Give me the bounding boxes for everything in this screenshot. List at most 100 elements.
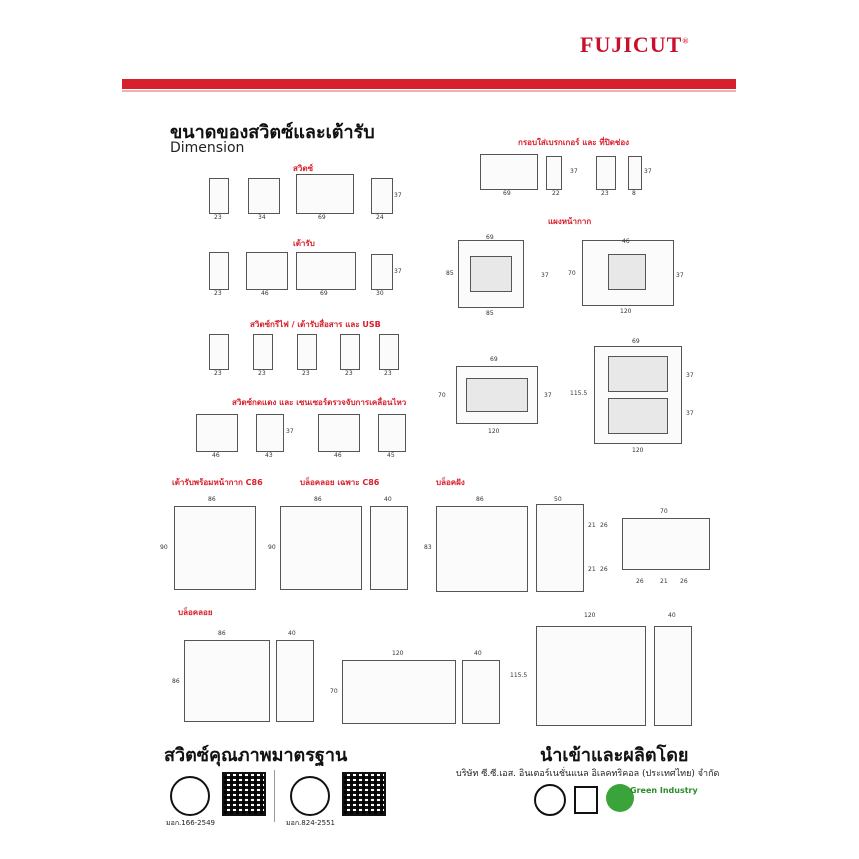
dim-box-c86-width: 86 bbox=[314, 496, 322, 503]
qr-code-2 bbox=[342, 772, 386, 816]
dim-blank-width: 23 bbox=[601, 190, 609, 197]
dim-flush-width: 86 bbox=[476, 496, 484, 503]
dim-switch-2: 34 bbox=[258, 214, 266, 221]
dim-plate4-top-h: 37 bbox=[686, 372, 694, 379]
switch-2-module bbox=[248, 178, 280, 214]
page-title-english: Dimension bbox=[170, 140, 245, 156]
blank-cover bbox=[596, 156, 616, 190]
brand-logo: FUJICUT® bbox=[580, 32, 690, 57]
section-socket-title: เต้ารับ bbox=[293, 239, 315, 248]
dim-data-2: 23 bbox=[258, 370, 266, 377]
dim-box-c86-depth: 40 bbox=[384, 496, 392, 503]
surface-box-small bbox=[184, 640, 270, 722]
dim-socket-plate-width: 86 bbox=[208, 496, 216, 503]
dim-sensor-width: 46 bbox=[334, 452, 342, 459]
dim-plate2-opening: 46 bbox=[622, 238, 630, 245]
dim-socket-plate-height: 90 bbox=[160, 544, 168, 551]
section-box-flush-title: บล็อคฝัง bbox=[436, 478, 465, 487]
plate-3gang-opening bbox=[466, 378, 528, 412]
section-box-surface-title: บล็อคลอย bbox=[178, 608, 213, 617]
dim-data-5: 23 bbox=[384, 370, 392, 377]
blank-cover-side bbox=[628, 156, 642, 190]
footer-slogan: สวิตซ์คุณภาพมาตรฐาน bbox=[164, 745, 348, 766]
section-box-c86-title: บล็อคลอย เฉพาะ C86 bbox=[300, 478, 380, 487]
qr-code-1 bbox=[222, 772, 266, 816]
dim-breaker-depth: 22 bbox=[552, 190, 560, 197]
dim-bell-depth: 43 bbox=[265, 452, 273, 459]
switch-1-module bbox=[209, 178, 229, 214]
dim-flush-26b: 26 bbox=[600, 566, 608, 573]
sgs-logo bbox=[534, 784, 566, 816]
dim-bell-height: 37 bbox=[286, 428, 294, 435]
ukas-logo bbox=[574, 786, 598, 814]
dim-plate3-height: 70 bbox=[438, 392, 446, 399]
section-socket-plate-title: เต้ารับพร้อมหน้ากาก C86 bbox=[172, 478, 263, 487]
socket-1-module bbox=[209, 252, 229, 290]
breaker-frame bbox=[480, 154, 538, 190]
dim-plate2-height: 70 bbox=[568, 270, 576, 277]
sensor-module bbox=[318, 414, 360, 452]
section-bell-title: สวิตซ์กดแดง และ เซนเซอร์ตรวจจับการเคลื่อ… bbox=[232, 398, 407, 407]
dim-flush-depth: 50 bbox=[554, 496, 562, 503]
dim-socket-2: 46 bbox=[261, 290, 269, 297]
dim-surface-large-height: 115.5 bbox=[510, 672, 528, 679]
surface-box-small-side bbox=[276, 640, 314, 722]
lan-outlet-module bbox=[340, 334, 360, 370]
socket-3-module bbox=[296, 252, 356, 290]
switch-side-view bbox=[371, 178, 393, 214]
tis-logo-1 bbox=[170, 776, 210, 816]
dim-surface-large-depth: 40 bbox=[668, 612, 676, 619]
dim-flush-21b: 21 bbox=[588, 566, 596, 573]
dim-flush-top-width: 70 bbox=[660, 508, 668, 515]
coax-outlet-module bbox=[253, 334, 273, 370]
footer-divider bbox=[274, 770, 275, 822]
dim-surface-small-width: 86 bbox=[218, 630, 226, 637]
dim-plate4-bottom-h: 37 bbox=[686, 410, 694, 417]
surface-box-wide bbox=[342, 660, 456, 724]
dim-flush-bottom-26a: 26 bbox=[636, 578, 644, 585]
dim-surface-small-depth: 40 bbox=[288, 630, 296, 637]
plate-6gang-opening-bottom bbox=[608, 398, 668, 434]
dim-data-3: 23 bbox=[302, 370, 310, 377]
dim-plate4-width: 120 bbox=[632, 447, 644, 454]
tis-2-label: มอก.824-2551 bbox=[286, 819, 335, 827]
dim-switch-depth: 24 bbox=[376, 214, 384, 221]
surface-box-c86 bbox=[280, 506, 362, 590]
dim-socket-1: 23 bbox=[214, 290, 222, 297]
dim-plate1-width: 85 bbox=[486, 310, 494, 317]
dim-flush-bottom-26b: 26 bbox=[680, 578, 688, 585]
tis-logo-2 bbox=[290, 776, 330, 816]
dim-flush-21a: 21 bbox=[588, 522, 596, 529]
dim-surface-wide-depth: 40 bbox=[474, 650, 482, 657]
socket-side-view bbox=[371, 254, 393, 290]
surface-box-wide-side bbox=[462, 660, 500, 724]
breaker-side-view bbox=[546, 156, 562, 190]
flush-box-side bbox=[536, 504, 584, 592]
flush-box bbox=[436, 506, 528, 592]
phone-outlet-module bbox=[297, 334, 317, 370]
sensor-side-view bbox=[378, 414, 406, 452]
surface-box-large-side bbox=[654, 626, 692, 726]
section-switch-title: สวิตซ์ bbox=[293, 164, 313, 173]
section-data-title: สวิตซ์กรีไฟ / เต้ารับสื่อสาร และ USB bbox=[250, 320, 381, 329]
dim-box-c86-height: 90 bbox=[268, 544, 276, 551]
header-red-bar-shadow bbox=[122, 90, 736, 92]
dim-plate4-opening: 69 bbox=[632, 338, 640, 345]
tv-outlet-module bbox=[209, 334, 229, 370]
dim-bell-width: 46 bbox=[212, 452, 220, 459]
tis-1-label: มอก.166-2549 bbox=[166, 819, 215, 827]
surface-box-c86-side bbox=[370, 506, 408, 590]
surface-box-large bbox=[536, 626, 646, 726]
flush-box-top-view bbox=[622, 518, 710, 570]
plate-1gang-opening bbox=[470, 256, 512, 292]
bell-side-view bbox=[256, 414, 284, 452]
footer-company: บริษัท ซี.ซี.เอส. อินเตอร์เนชั่นแนล อิเล… bbox=[456, 769, 720, 779]
dim-plate3-opening-h: 37 bbox=[544, 392, 552, 399]
dim-breaker-height: 37 bbox=[570, 168, 578, 175]
dim-plate1-opening-h: 37 bbox=[541, 272, 549, 279]
socket-2-module bbox=[246, 252, 288, 290]
dim-surface-large-width: 120 bbox=[584, 612, 596, 619]
dim-switch-1: 23 bbox=[214, 214, 222, 221]
plate-1gang-wide-opening bbox=[608, 254, 646, 290]
dim-plate1-opening: 69 bbox=[486, 234, 494, 241]
